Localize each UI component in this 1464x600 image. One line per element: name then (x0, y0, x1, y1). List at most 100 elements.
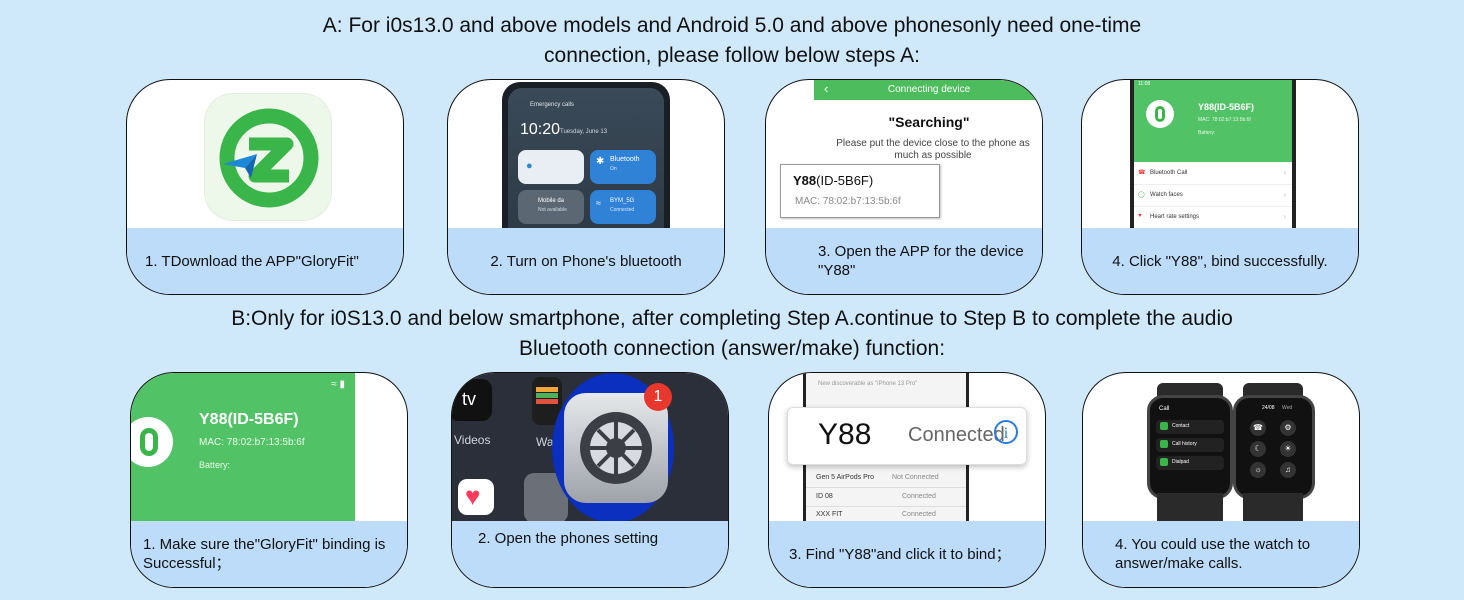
water-drop-icon: ● (526, 160, 533, 172)
device-row[interactable]: ID 08 Connected (806, 488, 966, 507)
chevron-right-icon: › (1283, 168, 1286, 177)
step-b2-caption: 2. Open the phones setting (452, 521, 728, 587)
settings-icon[interactable]: ⚙ (1280, 420, 1296, 436)
app-header: ‹ Connecting device (814, 80, 1042, 100)
device-row-name: Gen 5 AirPods Pro (816, 474, 874, 481)
section-b-heading-line2: Bluetooth connection (answer/make) funct… (518, 337, 946, 360)
menu-item-bluetooth-call[interactable]: ☎ Bluetooth Call › (1134, 164, 1292, 185)
moon-icon[interactable]: ☾ (1250, 441, 1266, 457)
settings-gear-icon[interactable] (564, 393, 668, 503)
step-a1-image (127, 80, 403, 230)
discoverable-text: New discoverable as "iPhone 13 Pro" (818, 381, 918, 387)
device-row-status: Connected (902, 493, 936, 500)
watch-menu-dialpad[interactable]: Dialpad (1156, 456, 1224, 470)
watch-strap (1157, 493, 1223, 523)
device-name: Y88(ID-5B6F) (1198, 102, 1255, 112)
health-app-icon: ♥ (458, 479, 494, 515)
back-arrow-icon[interactable]: ‹ (824, 81, 829, 96)
wifi-state: Connected (610, 207, 635, 213)
device-row[interactable]: Gen 5 AirPods Pro Not Connected (806, 469, 966, 488)
tv-label: tv (462, 389, 477, 409)
wifi-tile[interactable]: ≈ BYM_5G Connected (590, 190, 656, 224)
call-icon: ☎ (1138, 170, 1146, 176)
wifi-icon: ≈ (596, 198, 601, 208)
step-b4-card: Call Contact Call history Dialpad 24/08 … (1082, 372, 1360, 588)
menu-item-watch-faces[interactable]: ◯ Watch faces › (1134, 186, 1292, 207)
watch-control-grid: ☎ ⚙ ☾ ☀ ☼ ♫ (1244, 418, 1304, 482)
step-a2-image: Emergency calls 10:20 Tuesday, June 13 ●… (448, 80, 724, 230)
bluetooth-tile[interactable]: ✱ Bluetooth On (590, 150, 656, 184)
y88-device-row[interactable]: Y88 Connected i (787, 407, 1027, 465)
step-a2-card: Emergency calls 10:20 Tuesday, June 13 ●… (447, 79, 725, 295)
step-b4-caption: 4. You could use the watch to answer/mak… (1083, 521, 1359, 587)
step-b4-image: Call Contact Call history Dialpad 24/08 … (1083, 373, 1359, 523)
sun-icon[interactable]: ☼ (1250, 462, 1266, 478)
bluetooth-label: Bluetooth (610, 156, 640, 163)
battery-label: Battery: (1198, 130, 1216, 136)
searching-hint: Please put the device close to the phone… (836, 138, 1030, 161)
y88-name: Y88 (818, 418, 872, 451)
menu-item-heart-rate[interactable]: ♥ Heart rate settings › (1134, 208, 1292, 228)
clock-time: 10:20 (520, 121, 561, 138)
clock-date: Tuesday, June 13 (560, 129, 608, 135)
watch-day: Wed (1282, 405, 1293, 411)
menu-label: Heart rate settings (1150, 214, 1200, 220)
section-a-heading-line1: A: For i0s13.0 and above models and Andr… (322, 14, 1142, 37)
wifi-label: BYM_5G (610, 198, 635, 204)
step-b2-image: tv Videos Wa ♥ 1 (452, 373, 728, 523)
chevron-right-icon: › (1283, 190, 1286, 199)
device-row-status: Connected (902, 511, 936, 518)
device-title: Y88(ID-5B6F) (793, 173, 873, 188)
mobile-data-tile[interactable]: Mobile da Not available (518, 190, 584, 224)
data-tile: ● (518, 150, 584, 184)
watch-menu-label: Call history (1172, 441, 1197, 447)
device-row-name: ID 08 (816, 493, 833, 500)
status-icons: ≈ ▮ (331, 379, 345, 390)
step-a3-caption: 3. Open the APP for the device "Y88" (766, 228, 1042, 294)
device-id: (ID-5B6F) (816, 173, 874, 188)
watch-strap (1157, 383, 1223, 397)
searching-text: "Searching" (888, 114, 970, 130)
gloryfit-app-icon (205, 94, 331, 220)
step-a3-card: ‹ Connecting device "Searching" Please p… (765, 79, 1043, 295)
notification-badge: 1 (644, 383, 672, 411)
device-header: ≈ ▮ Y88(ID-5B6F) MAC: 78:02:b7:13:5b:6f … (131, 373, 355, 523)
step-b3-image: New discoverable as "iPhone 13 Pro" Gen … (769, 373, 1045, 523)
menu-label: Bluetooth Call (1150, 170, 1188, 176)
watch-menu-label: Contact (1172, 423, 1190, 429)
step-b1-card: ≈ ▮ Y88(ID-5B6F) MAC: 78:02:b7:13:5b:6f … (130, 372, 408, 588)
app-header-title: Connecting device (887, 84, 971, 95)
phone-icon[interactable]: ☎ (1250, 420, 1266, 436)
section-a-heading: A: For i0s13.0 and above models and Andr… (0, 11, 1464, 71)
watch-menu-label: Dialpad (1172, 459, 1189, 465)
step-a1-card: 1. TDownload the APP"GloryFit" (126, 79, 404, 295)
mobile-state: Not available (538, 207, 567, 213)
device-result-card[interactable]: Y88(ID-5B6F) MAC: 78:02:b7:13:5b:6f (780, 164, 940, 218)
videos-label: Videos (454, 433, 491, 447)
brightness-icon[interactable]: ☀ (1280, 441, 1296, 457)
step-a3-image: ‹ Connecting device "Searching" Please p… (766, 80, 1042, 230)
watch-menu-call-history[interactable]: Call history (1156, 438, 1224, 452)
phone-screen: 11:08 Y88(ID-5B6F) MAC: 78:02:b7:13:5b:6… (1134, 80, 1292, 230)
section-b-heading: B:Only for i0S13.0 and below smartphone,… (0, 304, 1464, 364)
heart-icon: ♥ (1138, 213, 1142, 219)
watch-avatar-icon (1146, 100, 1174, 128)
chevron-right-icon: › (1283, 212, 1286, 221)
phone-frame: 11:08 Y88(ID-5B6F) MAC: 78:02:b7:13:5b:6… (1130, 80, 1296, 230)
device-row[interactable]: XXX FIT Connected (806, 507, 966, 523)
watch-menu-contact[interactable]: Contact (1156, 420, 1224, 434)
info-icon[interactable]: i (994, 420, 1018, 444)
section-b-heading-line1: B:Only for i0S13.0 and below smartphone,… (231, 307, 1233, 330)
heart-icon: ♥ (465, 481, 481, 511)
device-mac: MAC: 78:02:b7:13:5b:6f (199, 437, 305, 448)
wallet-label: Wa (536, 435, 554, 449)
phone-frame: Emergency calls 10:20 Tuesday, June 13 ●… (502, 82, 670, 230)
device-header: 11:08 Y88(ID-5B6F) MAC: 78:02:b7:13:5b:6… (1134, 80, 1292, 162)
status-time: 11:08 (1138, 81, 1151, 87)
device-row-name: XXX FIT (816, 511, 843, 518)
watch-left: Call Contact Call history Dialpad (1147, 395, 1233, 499)
bell-icon[interactable]: ♫ (1280, 462, 1296, 478)
step-a4-caption: 4. Click "Y88", bind successfully. (1082, 228, 1358, 294)
watch-right: 24/08 Wed ☎ ⚙ ☾ ☀ ☼ ♫ (1233, 395, 1315, 499)
step-b3-card: New discoverable as "iPhone 13 Pro" Gen … (768, 372, 1046, 588)
